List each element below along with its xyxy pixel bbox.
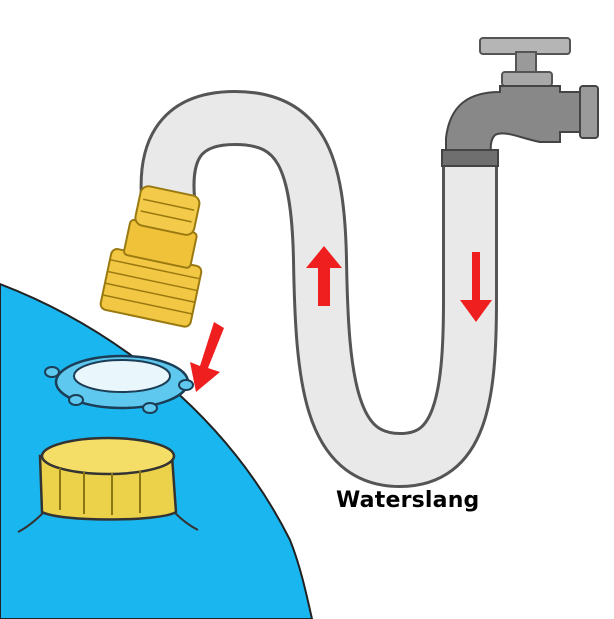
gasket-ring-icon — [44, 354, 194, 414]
flow-arrow-down-left-icon — [190, 322, 224, 392]
flow-arrow-up-icon — [306, 246, 342, 306]
flow-arrow-down-right-icon — [460, 252, 492, 322]
hose-label: Waterslang — [336, 488, 480, 513]
faucet-icon — [441, 37, 599, 167]
quick-connector-icon — [99, 185, 203, 328]
tank-cap-icon — [17, 436, 199, 533]
